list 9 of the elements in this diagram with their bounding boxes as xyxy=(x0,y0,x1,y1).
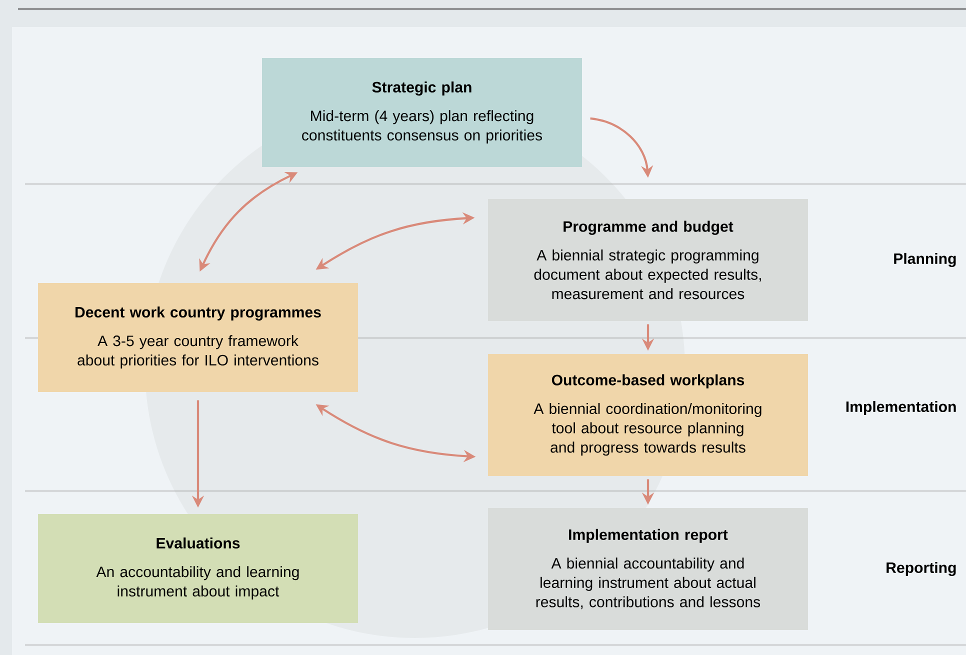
stage-label: Implementation xyxy=(846,400,956,415)
process-box: Outcome-based workplans A biennial coordination/monitoring tool about resource planning and progress towards results xyxy=(488,354,808,476)
process-box: Programme and budget A biennial strategic programming document about expected results, measurement and resources xyxy=(488,199,808,321)
process-box: Decent work country programmes A 3-5 year country framework about priorities for ILO interventions xyxy=(38,282,358,392)
process-box: Evaluations An accountability and learning instrument about impact xyxy=(38,514,358,624)
process-box: Implementation report A biennial accountability and learning instrument about actual results, contributions and lessons xyxy=(488,508,808,630)
stage-label: Reporting xyxy=(886,562,956,576)
stage-label: Planning xyxy=(894,252,956,268)
process-box: Strategic plan Mid-term (4 years) plan reflecting constituents consensus on priorities xyxy=(262,58,582,168)
